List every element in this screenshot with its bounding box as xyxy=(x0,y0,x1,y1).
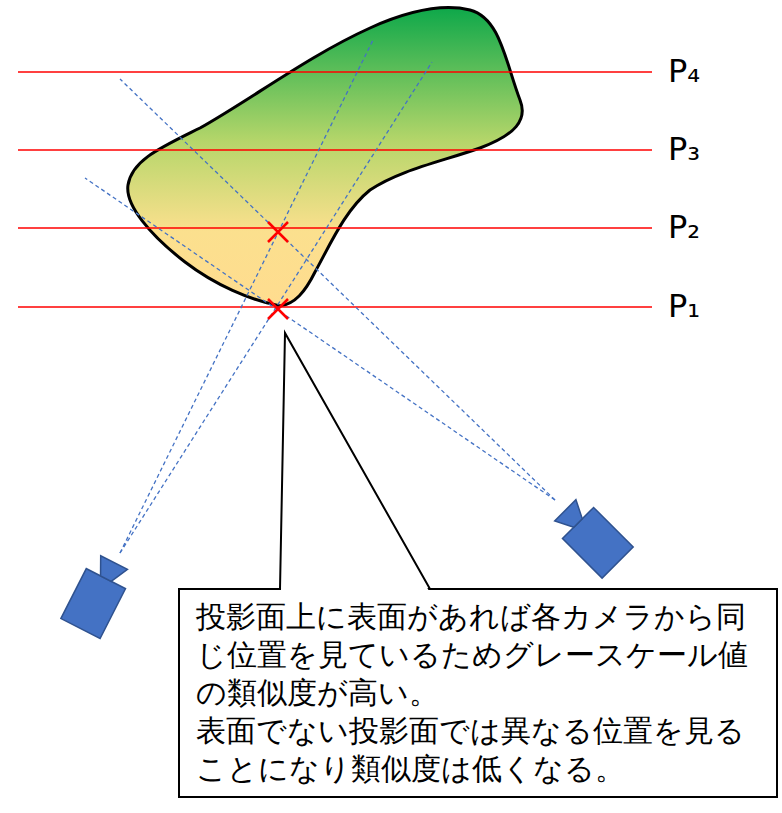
projection-plane xyxy=(18,149,652,151)
projection-plane xyxy=(18,71,652,73)
callout-pointer xyxy=(281,333,429,591)
camera-icon xyxy=(550,495,633,578)
camera-icon xyxy=(61,553,134,639)
sight-line xyxy=(120,62,432,553)
sight-line xyxy=(85,178,555,500)
plane-label: P₁ xyxy=(668,289,700,324)
projection-planes xyxy=(18,72,652,307)
plane-label: P₃ xyxy=(668,132,700,167)
cross-mark xyxy=(268,222,288,242)
projection-plane xyxy=(18,227,652,229)
projection-plane xyxy=(18,306,652,308)
sight-lines xyxy=(85,40,555,553)
sight-line xyxy=(120,79,555,500)
callout-pointer-outline xyxy=(280,333,430,589)
intersection-marks xyxy=(268,222,288,319)
plane-label: P₂ xyxy=(668,210,700,245)
cross-mark xyxy=(268,299,288,319)
callout-text: 表面でない投影面では異なる位置を見ることになり類似度は低くなる。 xyxy=(196,712,760,788)
callout-text: 投影面上に表面があれば各カメラから同じ位置を見ているためグレースケール値の類似度… xyxy=(196,598,760,712)
plane-label: P₄ xyxy=(668,54,700,89)
sight-line xyxy=(120,40,373,553)
object-shape xyxy=(128,8,523,306)
callout-box: 投影面上に表面があれば各カメラから同じ位置を見ているためグレースケール値の類似度… xyxy=(178,588,778,798)
